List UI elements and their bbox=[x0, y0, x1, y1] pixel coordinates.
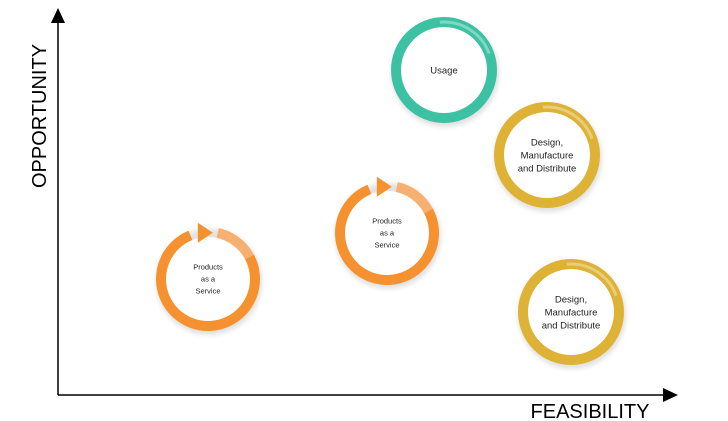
cycle-arrowhead bbox=[376, 176, 392, 197]
node-products-as-a-service-left: Products as a Service bbox=[156, 222, 262, 335]
cycle-arrowhead bbox=[197, 222, 213, 243]
node-products-as-a-service-center: Products as a Service bbox=[335, 176, 441, 289]
node-disk bbox=[504, 112, 590, 198]
ring bbox=[391, 17, 497, 123]
cycle-arc bbox=[156, 230, 260, 331]
node-usage: Usage bbox=[391, 17, 499, 127]
cycle-arc bbox=[335, 184, 439, 285]
node-label-line: Design, bbox=[555, 294, 587, 305]
ring-highlight bbox=[542, 105, 594, 140]
node-disk bbox=[166, 237, 250, 321]
node-label-line: Service bbox=[195, 287, 220, 296]
x-axis-title: FEASIBILITY bbox=[531, 401, 650, 421]
node-disk bbox=[345, 191, 429, 275]
ring bbox=[518, 259, 624, 365]
node-label-line: Usage bbox=[430, 65, 457, 76]
node-label-line: as a bbox=[380, 229, 395, 238]
node-label-line: and Distribute bbox=[518, 163, 577, 174]
node-label-line: Products bbox=[372, 217, 402, 226]
ring bbox=[494, 102, 600, 208]
node-design-manufacture-distribute-upper: Design, Manufacture and Distribute bbox=[494, 102, 602, 212]
node-disk bbox=[528, 269, 614, 355]
node-design-manufacture-distribute-lower: Design, Manufacture and Distribute bbox=[518, 259, 626, 369]
node-label-line: and Distribute bbox=[542, 320, 601, 331]
node-label-line: Products bbox=[193, 263, 223, 272]
ring-highlight bbox=[439, 20, 491, 55]
y-axis-arrowhead bbox=[51, 8, 65, 23]
node-label-line: Service bbox=[374, 241, 399, 250]
cycle-arc-tail bbox=[395, 182, 433, 214]
node-disk bbox=[401, 27, 487, 113]
node-label-line: as a bbox=[201, 275, 216, 284]
node-label-line: Manufacture bbox=[545, 307, 598, 318]
x-axis-arrowhead bbox=[663, 388, 678, 402]
node-label-line: Design, bbox=[531, 137, 563, 148]
ring-highlight bbox=[566, 262, 618, 297]
y-axis-title: OPPORTUNITY bbox=[29, 44, 51, 188]
cycle-arc-tail bbox=[216, 228, 254, 260]
node-label-line: Manufacture bbox=[521, 150, 574, 161]
